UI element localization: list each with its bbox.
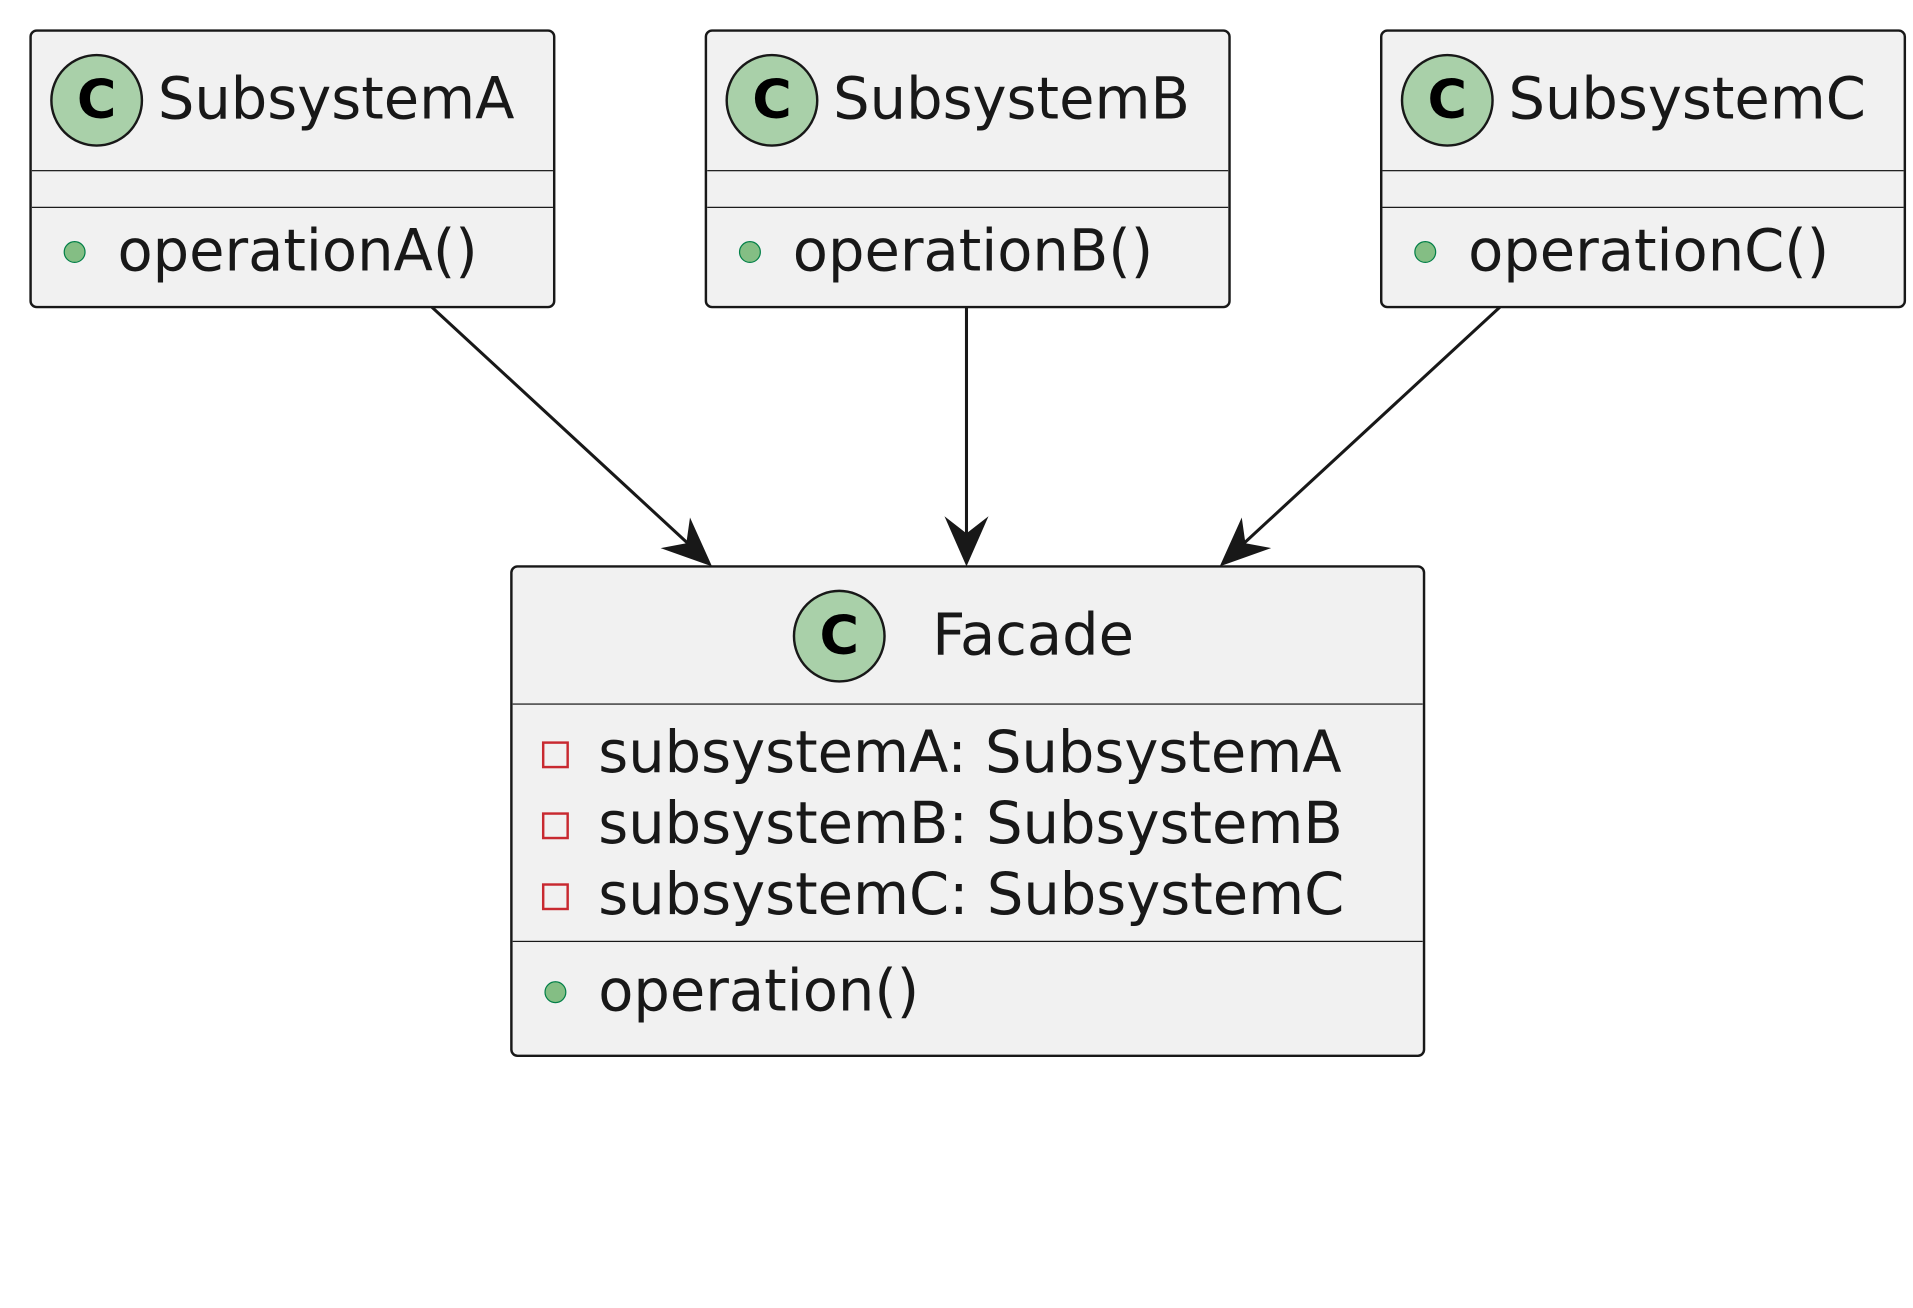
field-signature: subsystemB: SubsystemB — [598, 790, 1343, 858]
field-item: subsystemC: SubsystemC — [513, 860, 1423, 931]
field-signature: subsystemA: SubsystemA — [598, 719, 1342, 787]
class-header: C SubsystemC — [1382, 32, 1904, 172]
class-c-icon: C — [1400, 53, 1494, 147]
arrow-subsystemB-to-facade — [944, 307, 989, 567]
class-subsystem-a[interactable]: C SubsystemA operationA() — [29, 29, 556, 309]
class-name: SubsystemB — [833, 66, 1190, 134]
methods-section: operation() — [513, 942, 1423, 1028]
class-header: C Facade — [512, 568, 1423, 705]
public-visibility-icon — [1414, 241, 1437, 264]
method-signature: operationC() — [1468, 217, 1830, 286]
public-visibility-icon — [544, 981, 567, 1004]
class-header: C SubsystemB — [707, 32, 1229, 172]
class-c-icon: C — [50, 53, 144, 147]
arrowhead-icon — [944, 516, 989, 567]
field-signature: subsystemC: SubsystemC — [598, 861, 1345, 929]
fields-section — [1382, 171, 1904, 208]
private-visibility-icon — [541, 741, 569, 769]
arrowhead-icon — [1219, 517, 1272, 567]
class-name: SubsystemC — [1508, 66, 1866, 134]
arrow-subsystemA-to-facade — [430, 305, 713, 567]
methods-section: operationA() — [32, 208, 553, 288]
methods-section: operationB() — [707, 208, 1228, 288]
methods-section: operationC() — [1382, 208, 1903, 288]
field-item: subsystemA: SubsystemA — [513, 718, 1423, 789]
class-header: C SubsystemA — [31, 32, 553, 172]
private-visibility-icon — [541, 883, 569, 911]
class-name: SubsystemA — [157, 66, 515, 134]
class-subsystem-b[interactable]: C SubsystemB operationB() — [704, 29, 1231, 309]
method-signature: operationA() — [117, 217, 478, 286]
method-item: operation() — [513, 957, 1423, 1028]
field-item: subsystemB: SubsystemB — [513, 789, 1423, 860]
method-signature: operation() — [598, 957, 920, 1026]
method-item: operationB() — [707, 217, 1228, 288]
fields-section: subsystemA: SubsystemA subsystemB: Subsy… — [512, 705, 1423, 943]
class-subsystem-c[interactable]: C SubsystemC operationC() — [1379, 29, 1907, 309]
fields-section — [707, 171, 1229, 208]
class-c-icon: C — [792, 589, 886, 683]
arrow-subsystemC-to-facade — [1219, 305, 1501, 567]
class-facade[interactable]: C Facade subsystemA: SubsystemA subsyste… — [510, 565, 1426, 1058]
fields-section — [31, 171, 553, 208]
method-item: operationC() — [1382, 217, 1903, 288]
class-name: Facade — [932, 601, 1134, 670]
class-c-icon: C — [725, 53, 819, 147]
method-signature: operationB() — [792, 217, 1154, 286]
private-visibility-icon — [541, 812, 569, 840]
public-visibility-icon — [63, 241, 86, 264]
method-item: operationA() — [32, 217, 553, 288]
arrowhead-icon — [660, 517, 713, 567]
public-visibility-icon — [738, 241, 761, 264]
relation-arrows — [430, 305, 1501, 567]
